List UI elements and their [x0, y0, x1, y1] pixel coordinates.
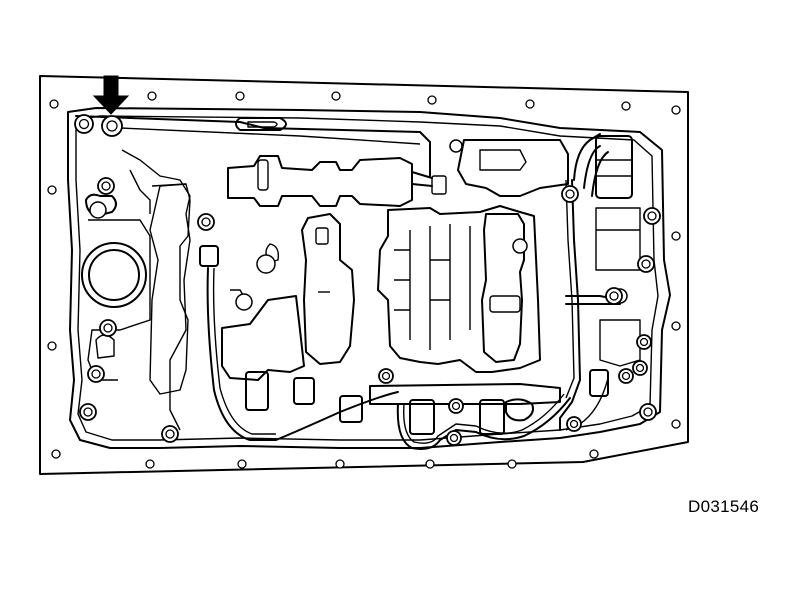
flange-hole: [51, 449, 61, 459]
accumulator-port-outer: [81, 242, 147, 308]
mounting-bolt: [74, 114, 94, 134]
flange-hole: [425, 459, 435, 469]
wire-harness-bottom: [396, 397, 571, 450]
mounting-bolts: [74, 114, 661, 446]
top-slot-inner: [247, 121, 278, 128]
hole-3: [256, 254, 276, 274]
mounting-bolt: [605, 287, 623, 305]
mounting-bolt: [639, 403, 657, 421]
flange-hole: [671, 321, 681, 331]
solenoid-connector-5: [479, 399, 505, 435]
top-gasket-strip: [75, 115, 431, 177]
right-oval: [505, 398, 534, 422]
right-connector-stack-divider: [596, 159, 632, 177]
right-connector-stack: [595, 135, 633, 199]
solenoid-connector-6: [589, 369, 609, 397]
solenoid-connector-2: [293, 377, 315, 405]
upper-valve-connector: [431, 175, 447, 195]
wire-harness-bottom-2: [403, 393, 565, 444]
mounting-bolt: [561, 185, 579, 203]
left-block: [85, 193, 117, 217]
solenoid-connector-1: [245, 371, 269, 411]
flange-hole: [331, 91, 341, 101]
central-spool-cap: [489, 295, 521, 313]
down-arrow-icon: [92, 75, 130, 115]
case-outline: [39, 75, 689, 475]
mounting-bolt: [446, 430, 462, 446]
central-spool: [481, 213, 525, 363]
flange-hole: [427, 95, 437, 105]
left-valve-column: [149, 183, 191, 395]
central-valve-grooves: [409, 224, 471, 350]
left-center-spool-slot: [315, 227, 329, 245]
upper-valve: [227, 155, 413, 207]
mounting-bolt-target: [101, 115, 123, 137]
flange-hole: [671, 419, 681, 429]
upper-valve-wire: [411, 171, 433, 187]
wire-harness-top-right: [573, 133, 609, 197]
flange-hole: [525, 99, 535, 109]
mounting-bolt: [566, 416, 582, 432]
upper-valve-slot: [257, 159, 269, 191]
hole-1: [89, 201, 107, 219]
mounting-bolt: [79, 403, 97, 421]
left-pocket: [95, 334, 115, 359]
solenoid-row: [199, 245, 609, 435]
mid-left-block: [221, 295, 305, 381]
flange-hole: [335, 459, 345, 469]
mounting-bolt: [448, 398, 464, 414]
top-right-box: [457, 139, 569, 197]
mounting-bolt: [97, 177, 115, 195]
bottom-solenoid: [369, 383, 561, 405]
right-lower-block: [599, 319, 641, 367]
mounting-bolt: [197, 213, 215, 231]
solenoid-connector-4: [409, 399, 435, 435]
mounting-bolt: [87, 365, 105, 383]
hole-4: [449, 139, 463, 153]
flange-bolt-holes: [47, 91, 681, 469]
wire-harness-right: [559, 179, 581, 431]
mounting-bolt: [637, 255, 655, 273]
flange-hole: [147, 91, 157, 101]
flange-hole: [49, 99, 59, 109]
solenoid-connector-7: [199, 245, 219, 267]
mounting-bolt: [99, 319, 117, 337]
flange-hole: [47, 185, 57, 195]
small-holes: [89, 139, 628, 311]
mounting-bolt: [643, 207, 661, 225]
flange-hole: [671, 105, 681, 115]
central-valve-ribs: [394, 249, 450, 311]
flange-hole: [621, 101, 631, 111]
top-slot: [235, 117, 287, 131]
hole-5: [512, 238, 528, 254]
valve-body-outline: [67, 107, 671, 449]
flange-hole: [237, 459, 247, 469]
right-block: [595, 207, 641, 271]
mounting-bolt: [161, 425, 179, 443]
solenoid-connector-3: [339, 395, 363, 423]
wire-harness-right-2: [565, 179, 575, 399]
mounting-bolt: [618, 368, 634, 384]
flange-hole: [47, 341, 57, 351]
mounting-bolt: [636, 334, 652, 350]
wire-harness-left: [206, 267, 399, 441]
mounting-bolt: [378, 368, 394, 384]
central-valve-block: [377, 205, 541, 373]
mounting-bolt: [632, 360, 648, 376]
flange-hole: [589, 449, 599, 459]
gasket-line: [119, 127, 421, 145]
flange-hole: [507, 459, 517, 469]
flange-hole: [235, 91, 245, 101]
wire-harness-left-2: [212, 267, 276, 435]
hole-2: [235, 293, 253, 311]
flange-hole: [671, 231, 681, 241]
flange-hole: [145, 459, 155, 469]
figure-reference-code: D031546: [688, 497, 760, 516]
accumulator-port-inner: [88, 249, 140, 301]
left-center-spool: [301, 213, 355, 365]
top-right-box-inner: [479, 149, 527, 171]
